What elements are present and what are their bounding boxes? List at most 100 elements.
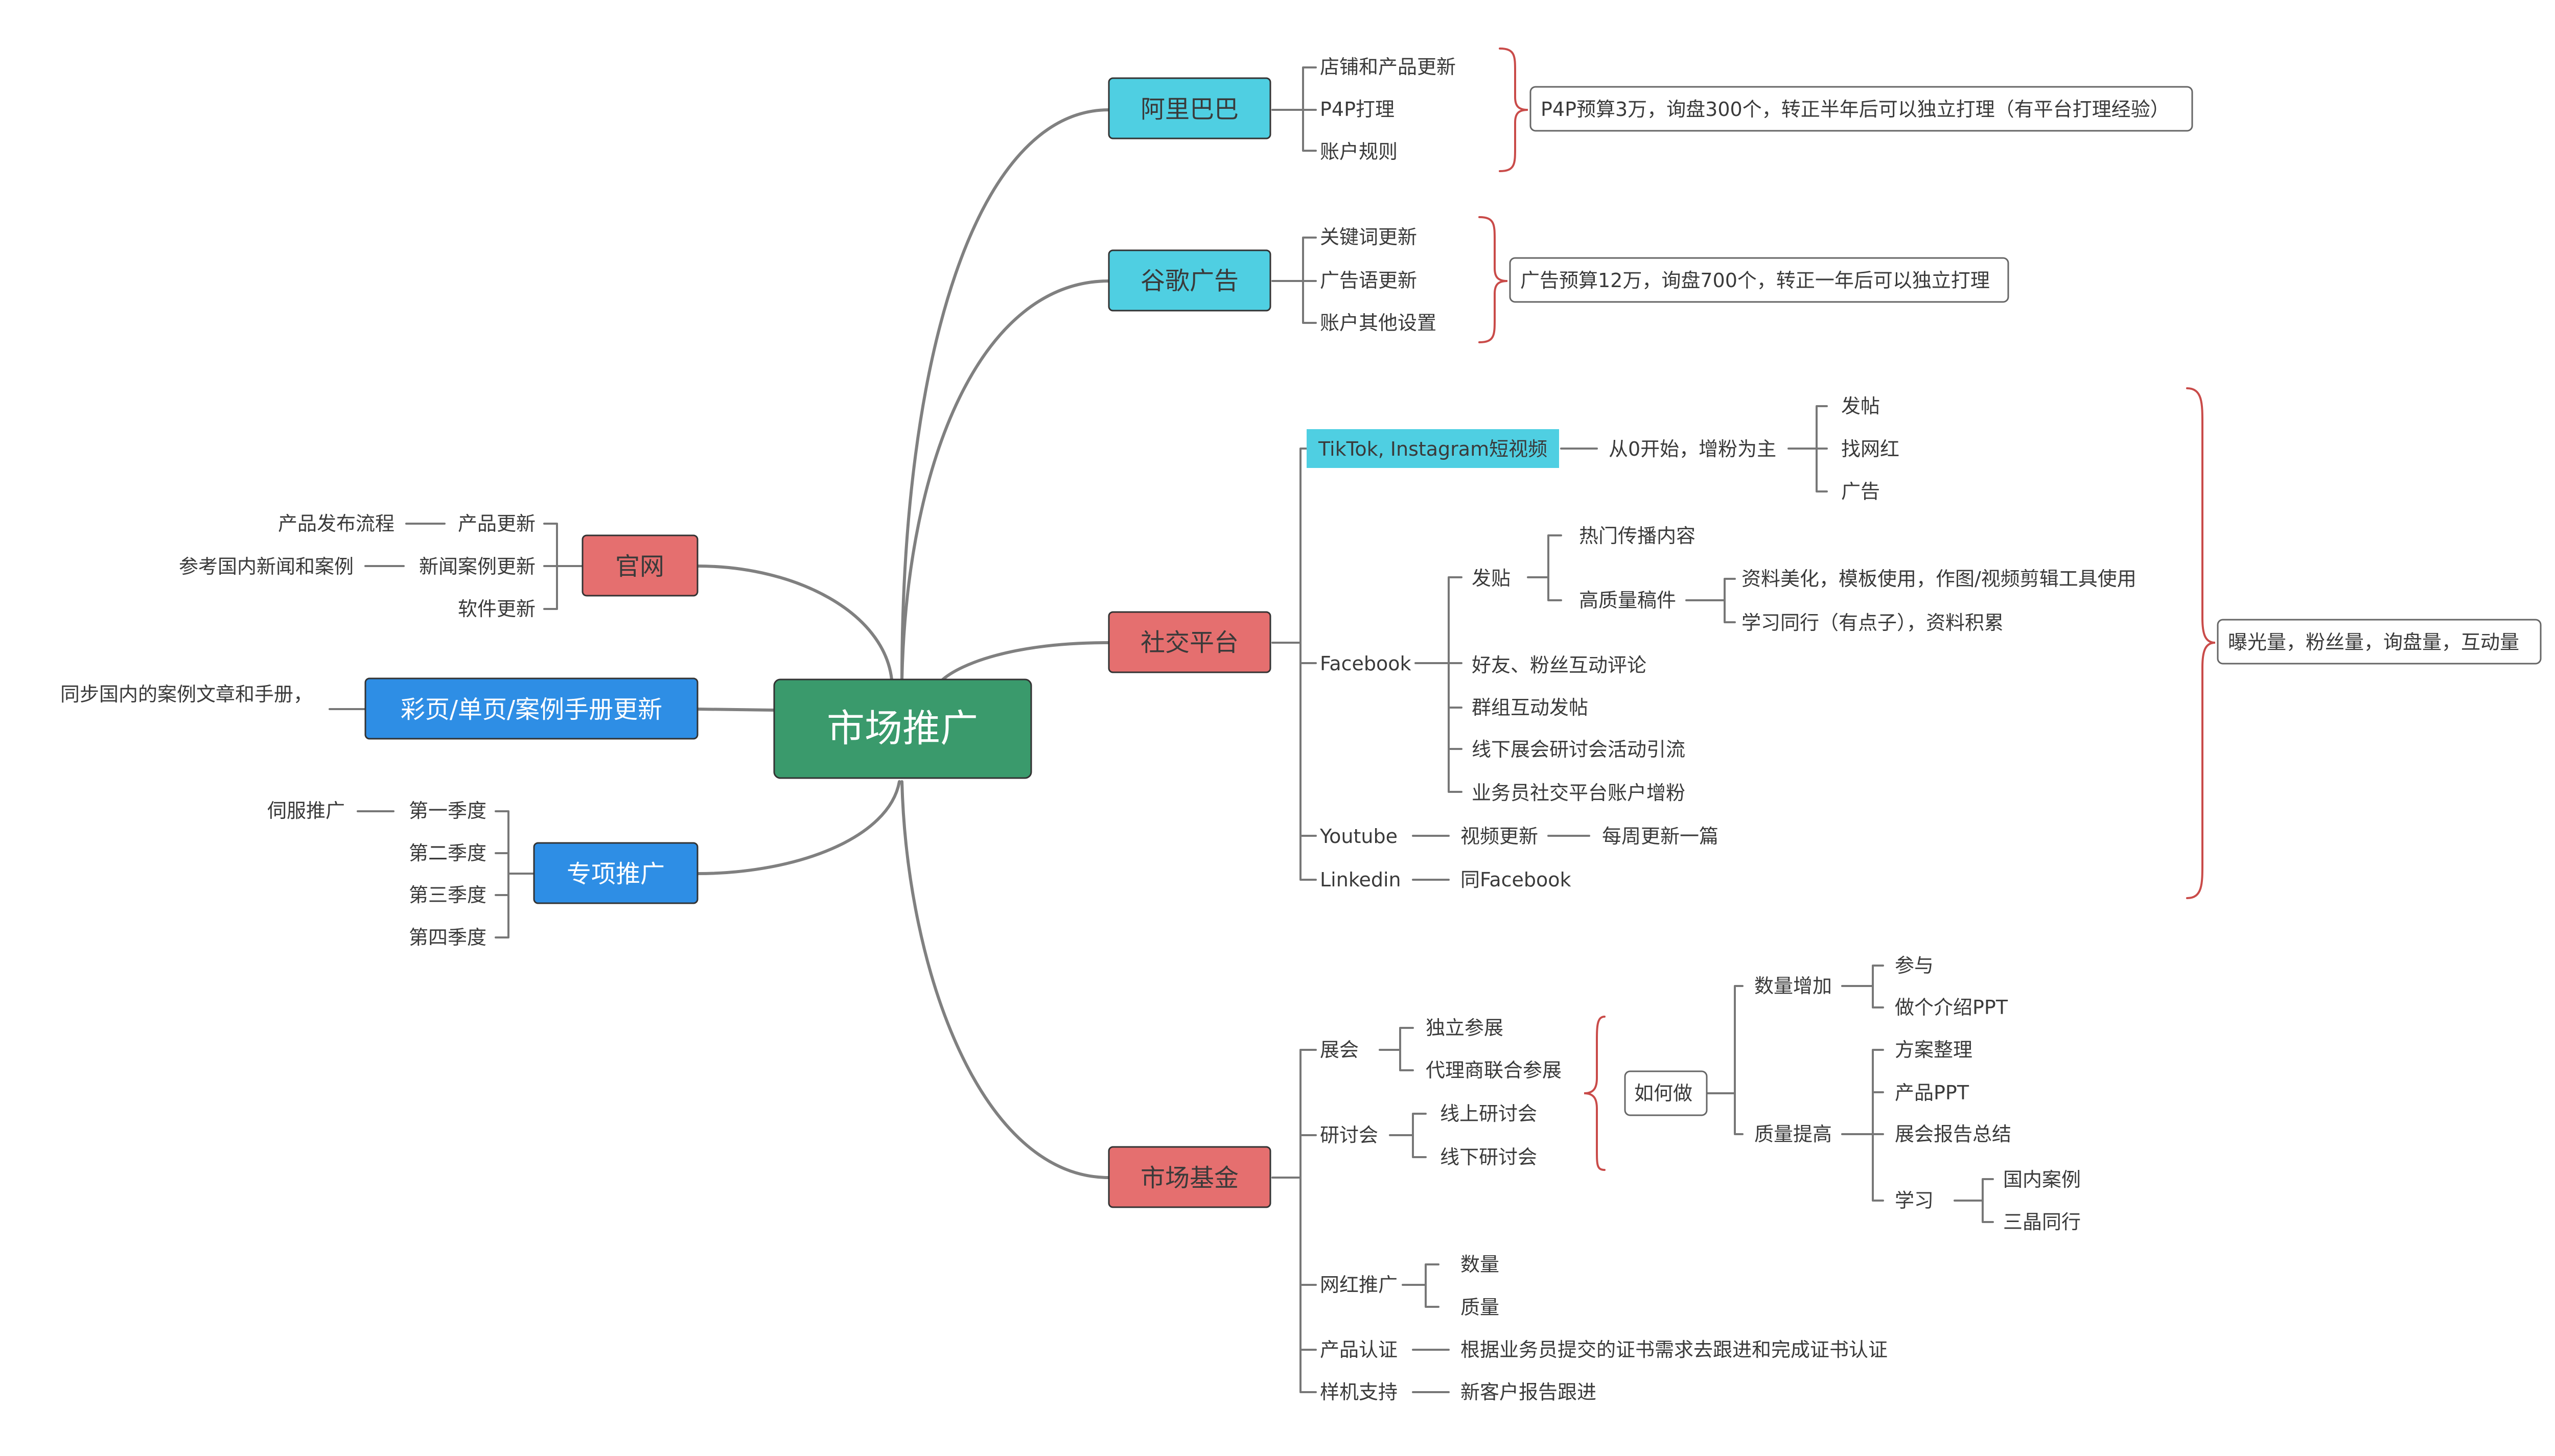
facebook-item-3: 业务员社交平台账户增粉	[1472, 782, 1685, 804]
website-branch: 官网 产品更新 新闻案例更新 软件更新 产品发布流程 参考国内新闻和案例	[179, 512, 699, 620]
sample-sub: 新客户报告跟进	[1460, 1381, 1596, 1403]
alibaba-node-label: 阿里巴巴	[1141, 95, 1239, 124]
brochure-node-box	[364, 677, 699, 740]
website-node-box	[582, 534, 699, 597]
special-item-1: 第二季度	[409, 842, 486, 864]
influencer-item-0: 数量	[1460, 1253, 1499, 1276]
alibaba-node[interactable]: 阿里巴巴	[1108, 77, 1271, 139]
quality-item-1: 产品PPT	[1895, 1082, 1969, 1104]
alibaba-branch: 阿里巴巴 店铺和产品更新 P4P打理 账户规则 P4P预算3万，询盘300个，转…	[1108, 48, 2193, 172]
how-label: 如何做	[1634, 1082, 1692, 1105]
expo-item-1: 代理商联合参展	[1426, 1059, 1562, 1082]
brochure-sub: 同步国内的案例文章和手册，	[60, 683, 313, 706]
influencer-item-1: 质量	[1460, 1296, 1499, 1319]
tiktok-item-0: 发帖	[1841, 395, 1880, 417]
increase-item-1: 做个介绍PPT	[1895, 996, 2008, 1019]
brochure-node[interactable]: 彩页/单页/案例手册更新	[364, 677, 699, 740]
google-branch: 谷歌广告 关键词更新 广告语更新 账户其他设置 广告预算12万，询盘700个，转…	[1108, 216, 2009, 343]
social-node[interactable]: 社交平台	[1108, 611, 1271, 673]
google-summary-text: 广告预算12万，询盘700个，转正一年后可以独立打理	[1520, 269, 1990, 292]
website-node[interactable]: 官网	[582, 534, 699, 597]
seminar-label: 研讨会	[1320, 1124, 1378, 1146]
increase-label: 数量增加	[1754, 975, 1832, 997]
social-node-label: 社交平台	[1141, 628, 1239, 657]
social-branch: 社交平台 TikTok, Instagram短视频 从0开始，增粉为主 发帖 找…	[1108, 387, 2542, 899]
sample-label: 样机支持	[1320, 1381, 1398, 1403]
quality-item-2: 展会报告总结	[1895, 1123, 2011, 1145]
google-node-label: 谷歌广告	[1141, 267, 1239, 295]
brochure-branch: 彩页/单页/案例手册更新 同步国内的案例文章和手册，	[60, 677, 699, 740]
facebook-hq-item-0: 资料美化，模板使用，作图/视频剪辑工具使用	[1741, 568, 2136, 590]
google-node[interactable]: 谷歌广告	[1108, 249, 1271, 312]
fund-branch: 市场基金 展会 独立参展 代理商联合参展 研讨会 线上研讨会 线下研讨会 如何做…	[1108, 954, 2081, 1403]
central-node[interactable]: 市场推广	[773, 678, 1032, 779]
central-node-box	[773, 678, 1032, 779]
learn-label: 学习	[1895, 1189, 1934, 1212]
google-item-0: 关键词更新	[1320, 226, 1417, 248]
special-item-3: 第四季度	[409, 926, 486, 949]
facebook-item-0: 好友、粉丝互动评论	[1472, 654, 1646, 676]
learn-item-0: 国内案例	[2003, 1168, 2081, 1191]
facebook-item-1: 群组互动发帖	[1472, 696, 1588, 719]
social-summary-text: 曝光量，粉丝量，询盘量，互动量	[2228, 631, 2519, 653]
seminar-item-0: 线上研讨会	[1440, 1102, 1537, 1125]
special-branch: 专项推广 第一季度 第二季度 第三季度 第四季度 伺服推广	[267, 800, 699, 949]
quality-item-0: 方案整理	[1895, 1039, 1972, 1061]
social-summary: 曝光量，粉丝量，询盘量，互动量	[2217, 619, 2542, 665]
alibaba-summary-text: P4P预算3万，询盘300个，转正半年后可以独立打理（有平台打理经验）	[1541, 98, 2170, 121]
tiktok-item[interactable]: TikTok, Instagram短视频	[1307, 429, 1559, 468]
brochure-node-label: 彩页/单页/案例手册更新	[401, 695, 662, 724]
influencer-label: 网红推广	[1320, 1274, 1398, 1296]
facebook-post-item-1: 高质量稿件	[1579, 589, 1676, 612]
youtube-sub: 视频更新	[1460, 825, 1538, 848]
facebook-label: Facebook	[1320, 652, 1411, 675]
tiktok-highlight	[1307, 429, 1559, 468]
tiktok-sub: 从0开始，增粉为主	[1609, 438, 1776, 460]
special-q1-sub: 伺服推广	[267, 800, 345, 822]
alibaba-item-1: P4P打理	[1320, 98, 1395, 121]
fund-node[interactable]: 市场基金	[1108, 1146, 1271, 1208]
central-node-label: 市场推广	[827, 707, 978, 750]
website-product-sub: 产品发布流程	[278, 512, 394, 535]
special-node[interactable]: 专项推广	[533, 842, 699, 904]
facebook-item-2: 线下展会研讨会活动引流	[1472, 738, 1685, 761]
youtube-subsub: 每周更新一篇	[1602, 825, 1718, 848]
expo-label: 展会	[1320, 1039, 1359, 1061]
facebook-post-item-0: 热门传播内容	[1579, 525, 1695, 547]
website-item-1: 新闻案例更新	[419, 555, 536, 578]
tiktok-item-1: 找网红	[1841, 438, 1899, 460]
alibaba-item-2: 账户规则	[1320, 140, 1398, 163]
facebook-hq-item-1: 学习同行（有点子），资料积累	[1741, 612, 2004, 634]
special-item-0: 第一季度	[409, 800, 486, 822]
tiktok-label: TikTok, Instagram短视频	[1318, 438, 1547, 460]
google-item-1: 广告语更新	[1320, 269, 1417, 292]
main-connectors	[696, 108, 1110, 1179]
quality-label: 质量提高	[1754, 1123, 1832, 1145]
linkedin-label: Linkedin	[1320, 868, 1401, 891]
fund-node-label: 市场基金	[1141, 1164, 1239, 1192]
website-node-label: 官网	[615, 552, 664, 581]
social-node-box	[1108, 611, 1271, 673]
linkedin-sub: 同Facebook	[1460, 868, 1571, 891]
alibaba-node-box	[1108, 77, 1271, 139]
alibaba-summary: P4P预算3万，询盘300个，转正半年后可以独立打理（有平台打理经验）	[1529, 86, 2193, 132]
google-node-box	[1108, 249, 1271, 312]
special-node-label: 专项推广	[567, 860, 665, 888]
alibaba-item-0: 店铺和产品更新	[1320, 56, 1456, 78]
google-summary: 广告预算12万，询盘700个，转正一年后可以独立打理	[1509, 257, 2009, 303]
expo-item-0: 独立参展	[1426, 1017, 1503, 1039]
website-item-0: 产品更新	[458, 512, 536, 535]
increase-item-0: 参与	[1895, 954, 1934, 977]
special-node-box	[533, 842, 699, 904]
fund-node-box	[1108, 1146, 1271, 1208]
learn-item-1: 三晶同行	[2003, 1211, 2081, 1233]
website-item-2: 软件更新	[458, 598, 536, 620]
google-item-2: 账户其他设置	[1320, 312, 1436, 334]
special-item-2: 第三季度	[409, 884, 486, 906]
youtube-label: Youtube	[1319, 825, 1398, 848]
facebook-post: 发贴	[1472, 567, 1511, 590]
seminar-item-1: 线下研讨会	[1440, 1146, 1537, 1168]
tiktok-item-2: 广告	[1841, 480, 1880, 503]
cert-sub: 根据业务员提交的证书需求去跟进和完成证书认证	[1460, 1338, 1888, 1361]
